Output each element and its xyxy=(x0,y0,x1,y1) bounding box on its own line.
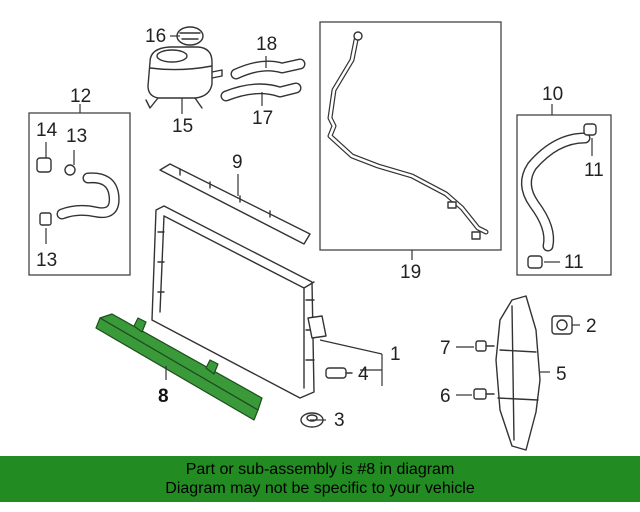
air-guide-part-highlighted[interactable] xyxy=(95,313,263,421)
callout-7: 7 xyxy=(440,338,451,359)
callout-4: 4 xyxy=(358,364,369,385)
side-air-guard-part[interactable] xyxy=(495,295,541,451)
callout-2: 2 xyxy=(586,316,597,337)
callout-12: 12 xyxy=(70,86,91,107)
mount-bushing-part[interactable] xyxy=(551,315,573,335)
callout-18: 18 xyxy=(256,34,277,55)
callout-17: 17 xyxy=(252,108,273,129)
callout-13-lower: 13 xyxy=(36,250,57,271)
upper-hose-part[interactable] xyxy=(230,58,306,80)
bolt-part[interactable] xyxy=(473,340,495,400)
bypass-hose-clamp-part[interactable] xyxy=(527,123,597,269)
callout-10: 10 xyxy=(542,84,563,105)
callout-13-upper: 13 xyxy=(66,126,87,147)
callout-5: 5 xyxy=(556,364,567,385)
callout-14: 14 xyxy=(36,120,58,141)
bypass-hose-part[interactable] xyxy=(521,132,591,252)
reservoir-hose-part[interactable] xyxy=(220,82,302,102)
part-info-banner: Part or sub-assembly is #8 in diagram Di… xyxy=(0,456,640,502)
hose-clamp-part[interactable] xyxy=(36,157,76,226)
callout-15: 15 xyxy=(172,116,193,137)
radiator-upper-bracket-part[interactable] xyxy=(159,163,311,245)
coolant-pipe-part[interactable] xyxy=(327,31,489,240)
coolant-reservoir-part[interactable] xyxy=(145,46,223,109)
callout-16: 16 xyxy=(145,26,166,47)
bypass-hose-box xyxy=(516,114,612,276)
callout-1: 1 xyxy=(390,344,401,365)
parts-diagram: 16 15 18 17 12 14 13 13 9 19 10 11 11 1 … xyxy=(28,21,612,451)
callout-11-lower: 11 xyxy=(564,252,584,273)
callout-6: 6 xyxy=(440,386,451,407)
leader-lines xyxy=(45,35,593,421)
callout-19: 19 xyxy=(400,262,421,283)
reservoir-cap-part[interactable] xyxy=(176,26,204,46)
callout-3: 3 xyxy=(334,410,345,431)
radiator-part[interactable] xyxy=(151,205,327,399)
banner-line-disclaimer: Diagram may not be specific to your vehi… xyxy=(165,480,475,497)
drain-plug-part[interactable] xyxy=(325,367,353,379)
callout-9: 9 xyxy=(232,152,243,173)
coolant-pipe-box xyxy=(319,21,502,251)
callout-8: 8 xyxy=(158,386,169,407)
radiator-hose-part[interactable] xyxy=(56,172,120,220)
callout-11-upper: 11 xyxy=(584,160,604,181)
banner-line-part-number: Part or sub-assembly is #8 in diagram xyxy=(185,461,455,478)
